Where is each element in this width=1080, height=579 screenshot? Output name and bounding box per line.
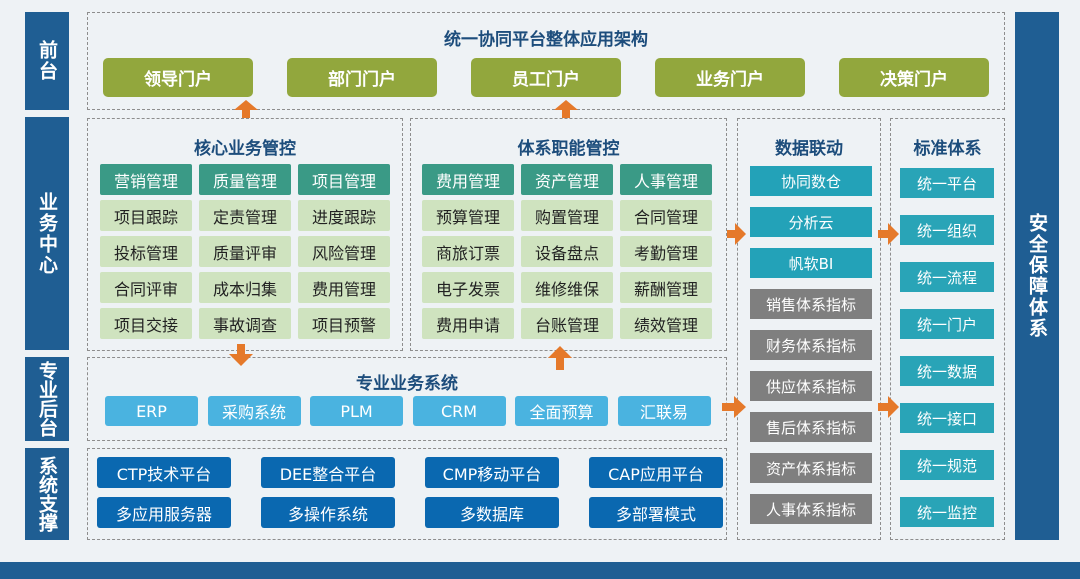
backend-title: 专业业务系统 [356, 374, 458, 394]
func-cell[interactable]: 费用管理 [422, 164, 514, 195]
core-cell[interactable]: 项目交接 [100, 308, 192, 339]
support-platform[interactable]: CTP技术平台 [97, 457, 231, 488]
portal-button[interactable]: 部门门户 [287, 58, 437, 97]
data-link-item[interactable]: 人事体系指标 [750, 494, 872, 524]
func-cell[interactable]: 台账管理 [521, 308, 613, 339]
backend-system[interactable]: 全面预算 [515, 396, 608, 426]
func-title: 体系职能管控 [517, 139, 620, 159]
backend-system[interactable]: PLM [310, 396, 403, 426]
arrow-right-data-to-standard-top [878, 223, 899, 245]
standard-title: 标准体系 [913, 139, 982, 159]
standard-item[interactable]: 统一数据 [900, 356, 994, 386]
backend-system[interactable]: 汇联易 [617, 396, 711, 426]
standard-item[interactable]: 统一平台 [900, 168, 994, 198]
core-cell[interactable]: 定责管理 [199, 200, 291, 231]
bottom-bar [0, 562, 1080, 579]
core-cell[interactable]: 事故调查 [199, 308, 291, 339]
data-link-item[interactable]: 销售体系指标 [750, 289, 872, 319]
core-title: 核心业务管控 [194, 139, 296, 159]
core-cell[interactable]: 合同评审 [100, 272, 192, 303]
func-cell[interactable]: 资产管理 [521, 164, 613, 195]
core-cell[interactable]: 营销管理 [100, 164, 192, 195]
side-label-business: 业务中心 [25, 117, 69, 350]
portal-button[interactable]: 员工门户 [471, 58, 621, 97]
standard-item[interactable]: 统一流程 [900, 262, 994, 292]
arrow-right-func-to-data [727, 223, 746, 245]
support-capability[interactable]: 多应用服务器 [97, 497, 231, 528]
arrow-up-backend-to-func [548, 346, 572, 370]
func-cell[interactable]: 薪酬管理 [620, 272, 712, 303]
support-platform[interactable]: CAP应用平台 [589, 457, 723, 488]
data-link-item[interactable]: 财务体系指标 [750, 330, 872, 360]
support-capability[interactable]: 多操作系统 [261, 497, 395, 528]
func-cell[interactable]: 绩效管理 [620, 308, 712, 339]
arrow-right-backend-to-data [722, 396, 746, 418]
backend-system[interactable]: CRM [412, 396, 506, 426]
front-title: 统一协同平台整体应用架构 [444, 30, 648, 50]
data-link-item[interactable]: 协同数仓 [750, 166, 872, 196]
standard-item[interactable]: 统一组织 [900, 215, 994, 245]
side-label-security: 安全保障体系 [1015, 12, 1059, 540]
func-cell[interactable]: 维修维保 [521, 272, 613, 303]
core-cell[interactable]: 风险管理 [298, 236, 390, 267]
func-cell[interactable]: 购置管理 [521, 200, 613, 231]
portal-button[interactable]: 决策门户 [839, 58, 989, 97]
data-link-item[interactable]: 售后体系指标 [750, 412, 872, 442]
core-cell[interactable]: 项目预警 [298, 308, 390, 339]
func-cell[interactable]: 设备盘点 [521, 236, 613, 267]
support-capability[interactable]: 多数据库 [425, 497, 559, 528]
arrow-up-core-to-front [234, 100, 258, 118]
func-cell[interactable]: 预算管理 [422, 200, 514, 231]
core-cell[interactable]: 质量评审 [199, 236, 291, 267]
arrow-up-func-to-front [554, 100, 578, 118]
func-cell[interactable]: 电子发票 [422, 272, 514, 303]
backend-system[interactable]: 采购系统 [207, 396, 301, 426]
data-link-item[interactable]: 分析云 [750, 207, 872, 237]
func-cell[interactable]: 合同管理 [620, 200, 712, 231]
standard-item[interactable]: 统一接口 [900, 403, 994, 433]
core-cell[interactable]: 投标管理 [100, 236, 192, 267]
data-link-title: 数据联动 [775, 139, 843, 159]
core-cell[interactable]: 质量管理 [199, 164, 291, 195]
standard-item[interactable]: 统一监控 [900, 497, 994, 527]
standard-item[interactable]: 统一规范 [900, 450, 994, 480]
func-cell[interactable]: 考勤管理 [620, 236, 712, 267]
arrow-right-data-to-standard-bottom [878, 396, 899, 418]
func-cell[interactable]: 费用申请 [422, 308, 514, 339]
func-cell[interactable]: 人事管理 [620, 164, 712, 195]
arrow-down-core-to-backend [229, 344, 253, 366]
portal-button[interactable]: 业务门户 [655, 58, 805, 97]
core-cell[interactable]: 成本归集 [199, 272, 291, 303]
portal-button[interactable]: 领导门户 [103, 58, 253, 97]
side-label-support: 系统支撑 [25, 448, 69, 540]
core-cell[interactable]: 项目管理 [298, 164, 390, 195]
support-platform[interactable]: CMP移动平台 [425, 457, 559, 488]
data-link-item[interactable]: 供应体系指标 [750, 371, 872, 401]
func-cell[interactable]: 商旅订票 [422, 236, 514, 267]
backend-system[interactable]: ERP [105, 396, 198, 426]
standard-item[interactable]: 统一门户 [900, 309, 994, 339]
data-link-item[interactable]: 资产体系指标 [750, 453, 872, 483]
data-link-item[interactable]: 帆软BI [750, 248, 872, 278]
support-platform[interactable]: DEE整合平台 [261, 457, 395, 488]
side-label-front: 前台 [25, 12, 69, 110]
core-cell[interactable]: 费用管理 [298, 272, 390, 303]
core-cell[interactable]: 进度跟踪 [298, 200, 390, 231]
side-label-backend: 专业后台 [25, 357, 69, 441]
core-cell[interactable]: 项目跟踪 [100, 200, 192, 231]
support-capability[interactable]: 多部署模式 [589, 497, 723, 528]
